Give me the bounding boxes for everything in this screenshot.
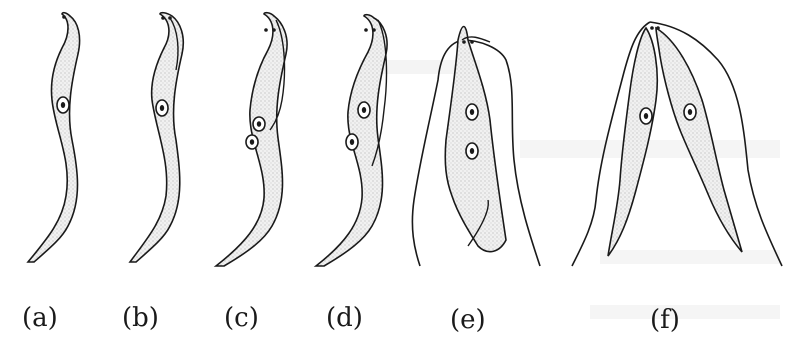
- basal-body-icon: [161, 16, 165, 20]
- panel-label-c: (c): [224, 303, 259, 333]
- basal-body-icon: [462, 40, 466, 44]
- basal-body-icon: [62, 15, 66, 19]
- basal-body-icon: [168, 16, 172, 20]
- basal-body-icon: [372, 28, 376, 32]
- panel-label-d: (d): [326, 303, 363, 333]
- panel-label-a: (a): [22, 303, 58, 333]
- basal-body-icon: [656, 26, 660, 30]
- panel-label-f: (f): [650, 305, 680, 335]
- basal-body-icon: [364, 28, 368, 32]
- basal-body-icon: [272, 28, 276, 32]
- stage-a-cell: [28, 13, 80, 262]
- basal-body-icon: [650, 26, 654, 30]
- panel-label-e: (e): [450, 305, 486, 335]
- basal-body-icon: [264, 28, 268, 32]
- stage-b-cell: [130, 13, 183, 262]
- stage-d-cell: [316, 15, 387, 266]
- panel-label-b: (b): [122, 303, 159, 333]
- basal-body-icon: [470, 40, 474, 44]
- stage-c-cell: [216, 13, 287, 266]
